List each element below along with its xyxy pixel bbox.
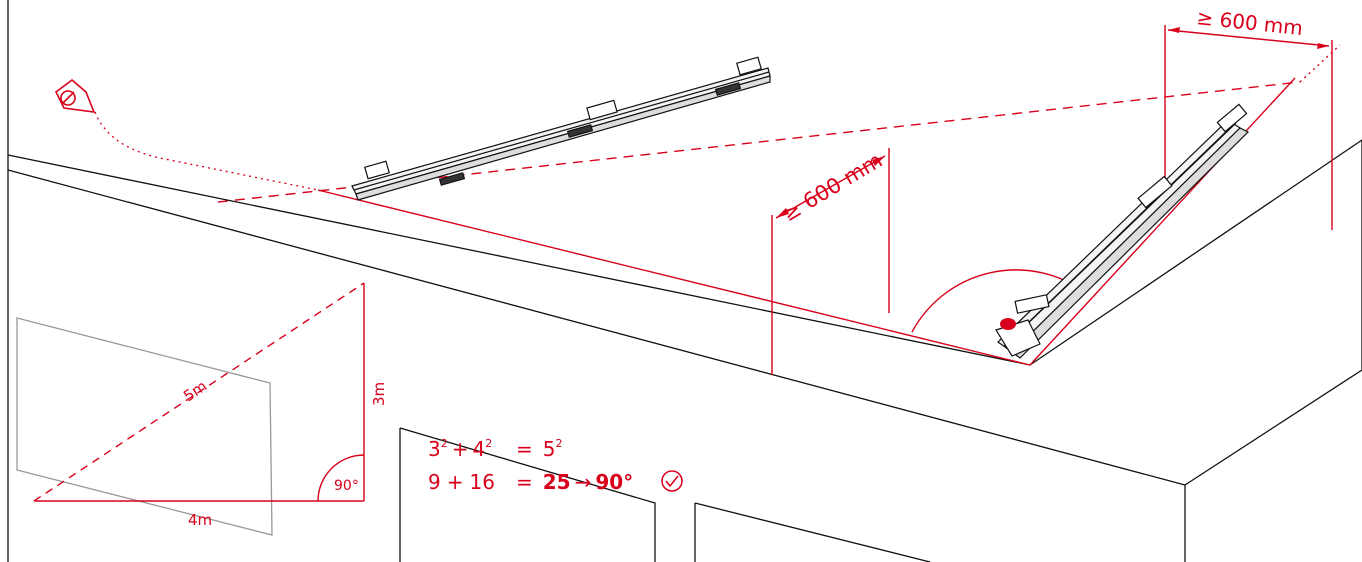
laser-device-icon [54, 78, 96, 113]
triangle-angle-label: 90° [334, 478, 359, 494]
formula-line-2: 9+16=25→90° [428, 470, 633, 494]
reference-frame [16, 317, 273, 536]
laser-dotted-path [94, 111, 319, 191]
check-circle-icon [661, 470, 683, 492]
triangle-345 [33, 282, 365, 502]
triangle-vertical-label: 3m [370, 382, 388, 406]
rail-start-marker [1000, 318, 1016, 330]
formula-line-1: 32+42=52 [428, 437, 563, 461]
mounting-rail-right [995, 103, 1250, 359]
triangle-horizontal-label: 4m [188, 511, 212, 529]
dimension-middle-label: ≥ 600 mm [778, 148, 886, 226]
mounting-rail-left [351, 56, 771, 201]
layout-lines [217, 44, 1341, 366]
dimension-top-right [1164, 25, 1333, 230]
right-angle-icon [317, 454, 365, 502]
triangle-hypotenuse-label: 5m [180, 377, 210, 405]
building-outline [7, 0, 1362, 562]
dimension-middle [771, 148, 890, 375]
